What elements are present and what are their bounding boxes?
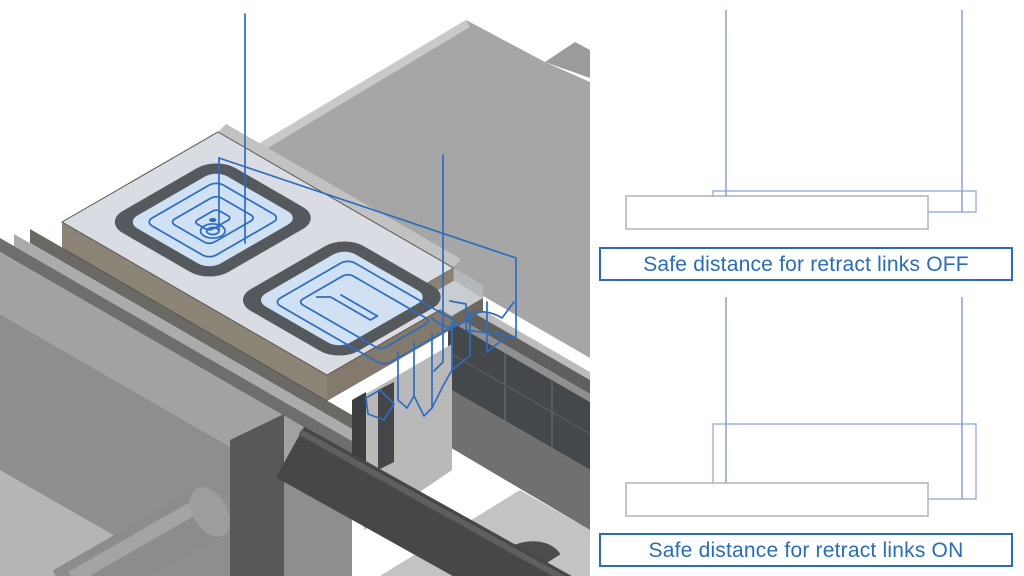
vise-fixed-block: [218, 20, 590, 358]
diagram-retract-on: [625, 297, 977, 517]
retract-path-on: [712, 423, 977, 500]
caption-text-on: Safe distance for retract links ON: [648, 538, 964, 562]
lead-out-tangle: [365, 301, 515, 421]
plunge-line-2: [433, 154, 444, 372]
retract-link-loop: [218, 157, 517, 338]
cad-3d-viewport: [0, 13, 590, 576]
retract-path-off: [712, 190, 977, 213]
retract-diagrams: [625, 10, 977, 517]
workpiece: [60, 131, 483, 402]
fixed-jaw-strips: [447, 290, 590, 530]
stock-profile-off: [625, 195, 929, 230]
stock-profile-on: [625, 482, 929, 517]
caption-retract-links-on: Safe distance for retract links ON: [599, 533, 1013, 567]
vise-screw-cylinder: [52, 487, 230, 576]
caption-retract-links-off: Safe distance for retract links OFF: [599, 247, 1013, 281]
guide-rail: [275, 426, 572, 576]
diagram-retract-off: [625, 10, 977, 230]
caption-text-off: Safe distance for retract links OFF: [643, 252, 969, 276]
vise-movable-jaw: [0, 314, 452, 576]
vise-base-floor: [275, 426, 590, 576]
toolpath-overlay: [140, 13, 517, 421]
